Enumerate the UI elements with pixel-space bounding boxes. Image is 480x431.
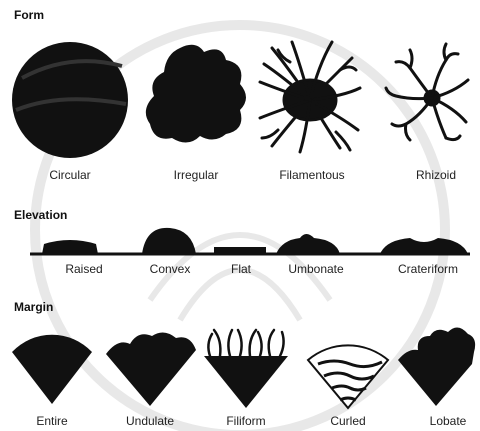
form-label-irregular: Irregular (174, 168, 219, 182)
elevation-flat-shape (214, 247, 266, 254)
form-circular-shape (12, 42, 128, 158)
margin-label-entire: Entire (36, 414, 67, 428)
elevation-umbonate-shape (276, 234, 340, 254)
form-label-rhizoid: Rhizoid (416, 168, 456, 182)
elevation-crateriform-shape (380, 238, 468, 254)
form-rhizoid-shape (386, 44, 468, 140)
margin-label-filiform: Filiform (226, 414, 265, 428)
elevation-label-convex: Convex (150, 262, 191, 276)
margin-label-curled: Curled (330, 414, 365, 428)
elevation-label-flat: Flat (231, 262, 251, 276)
elevation-convex-shape (142, 228, 196, 254)
form-label-circular: Circular (49, 168, 90, 182)
margin-entire-shape (12, 335, 92, 404)
elevation-section-title: Elevation (14, 208, 67, 222)
elevation-raised-shape (42, 240, 98, 254)
margin-label-undulate: Undulate (126, 414, 174, 428)
form-section-title: Form (14, 8, 44, 22)
margin-section-title: Margin (14, 300, 53, 314)
margin-label-lobate: Lobate (430, 414, 467, 428)
elevation-label-raised: Raised (65, 262, 102, 276)
form-irregular-shape (146, 45, 246, 143)
form-label-filamentous: Filamentous (279, 168, 344, 182)
elevation-label-umbonate: Umbonate (288, 262, 343, 276)
margin-filiform-shape (204, 330, 288, 408)
elevation-label-crateriform: Crateriform (398, 262, 458, 276)
